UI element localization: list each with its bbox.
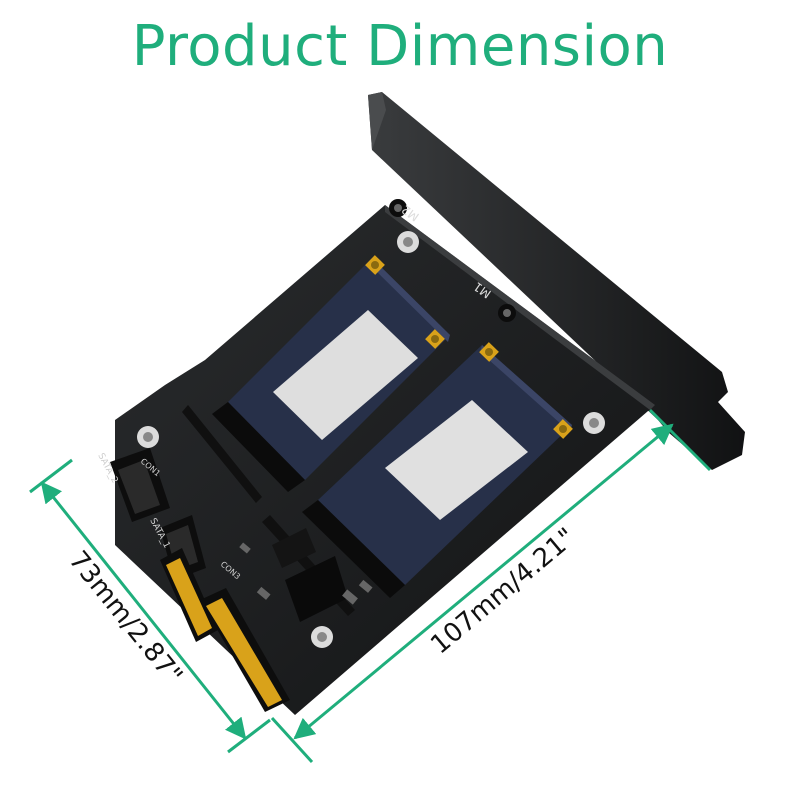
page-title: Product Dimension (131, 14, 669, 79)
msata-ssd-upper (228, 255, 450, 480)
dimension-lines (29, 408, 712, 764)
socket-latch-upper (182, 405, 262, 503)
msata-socket-upper (212, 402, 305, 492)
pcie-bracket (368, 92, 745, 470)
